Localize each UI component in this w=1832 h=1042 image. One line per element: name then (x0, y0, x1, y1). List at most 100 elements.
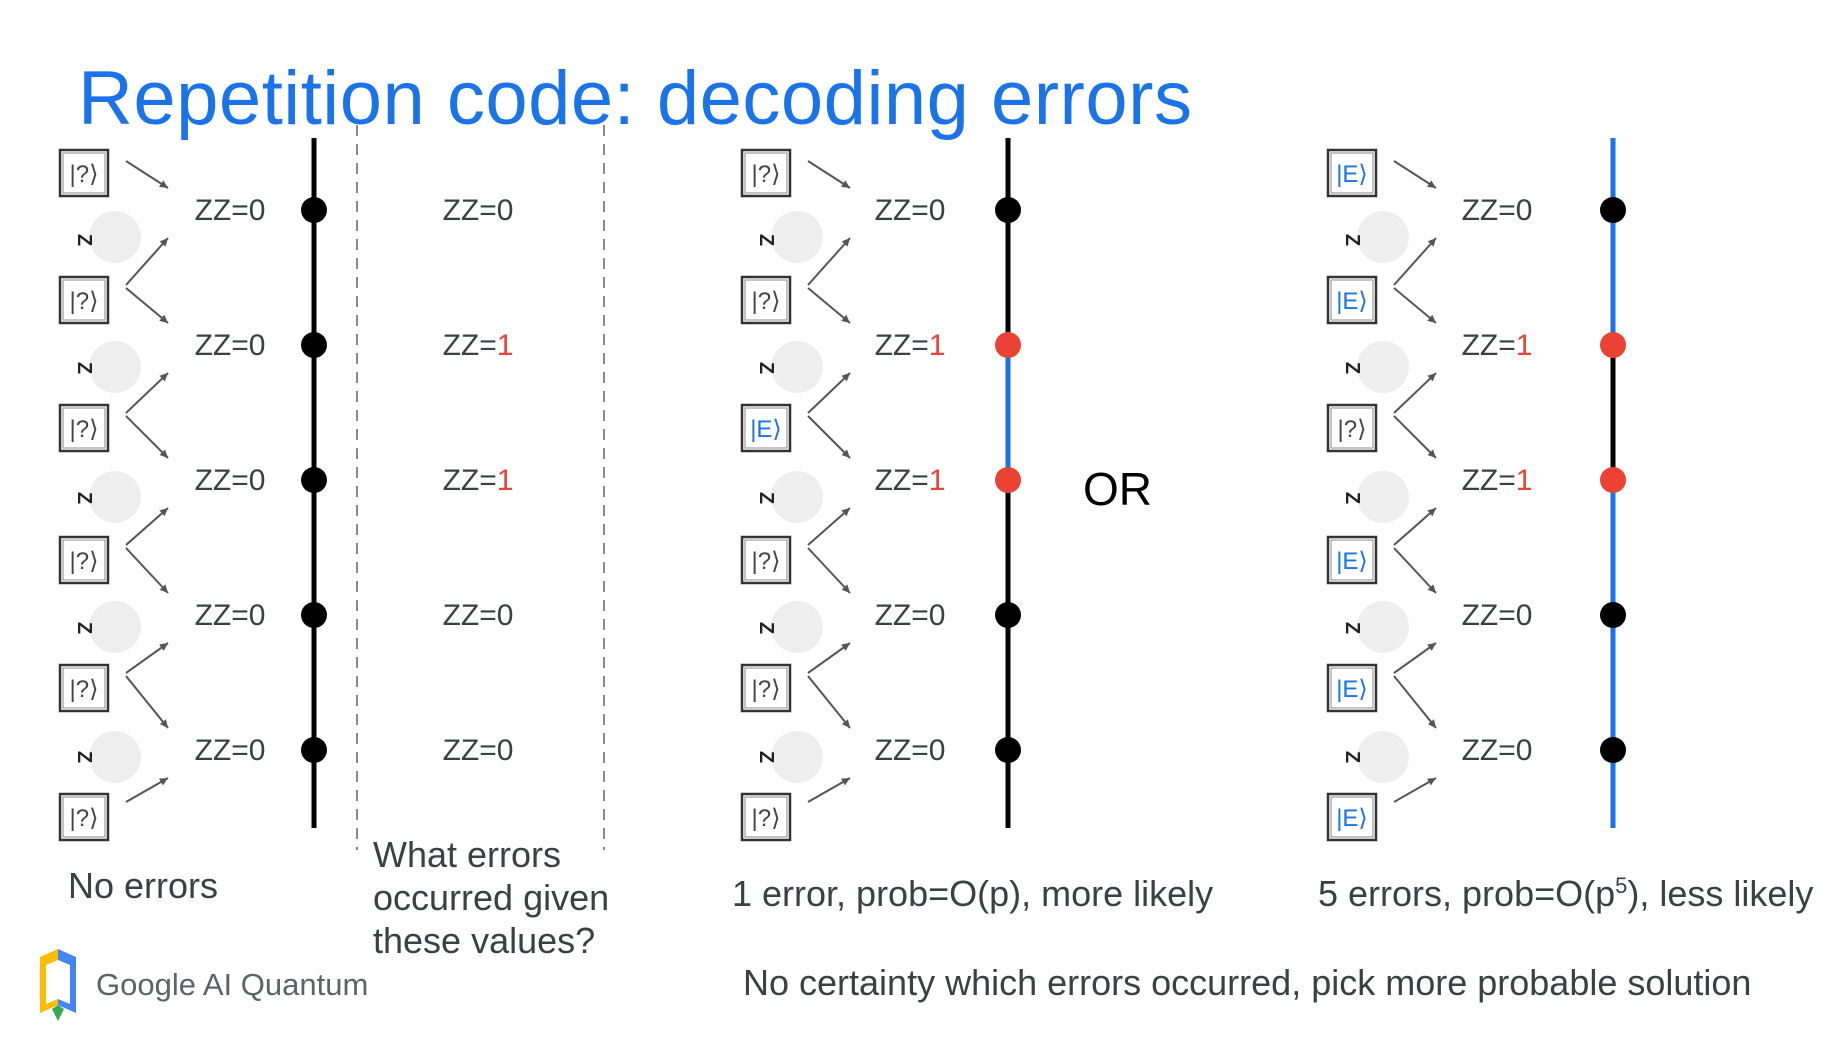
qubit-box (740, 403, 792, 453)
slide-title: Repetition code: decoding errors (78, 56, 1193, 141)
syndrome-prefix: ZZ= (195, 464, 249, 497)
z-operator-label: Z (1341, 751, 1363, 763)
syndrome-prefix: ZZ= (1462, 194, 1516, 227)
arrow-head-icon (841, 584, 850, 593)
unknown-qubit: |?⟩ (70, 161, 99, 188)
arrow-head-icon (1427, 449, 1436, 458)
syndrome-prefix: ZZ= (875, 194, 929, 227)
z-operator-label: Z (73, 234, 95, 246)
qubit-box (58, 148, 110, 198)
arrow-head-icon (841, 373, 850, 382)
brand-name: Google AI Quantum (96, 967, 369, 1002)
error-qubit: |E⟩ (1336, 805, 1368, 832)
coupler-circle (1357, 211, 1409, 263)
unknown-qubit: |?⟩ (70, 288, 99, 315)
syndrome-node (1600, 197, 1626, 223)
syndrome-label: ZZ=0 (195, 599, 266, 632)
unknown-qubit: |?⟩ (70, 416, 99, 443)
unknown-qubit: |?⟩ (752, 805, 781, 832)
z-operator-label: Z (73, 751, 95, 763)
arrow-head-icon (159, 180, 168, 188)
qubit-box-inner (1330, 152, 1374, 194)
arrow-line (125, 237, 169, 286)
syndrome-value-0: 0 (1516, 194, 1533, 227)
qubit-box (1326, 663, 1378, 713)
arrow-head-icon (1427, 314, 1436, 323)
arrow-head-icon (159, 238, 168, 247)
qubit-box-inner (62, 152, 106, 194)
syndrome-value-1: 1 (1516, 329, 1533, 362)
coupler-circle (771, 601, 823, 653)
arrow-head-icon (1427, 508, 1436, 517)
syndrome-value-3: 0 (249, 599, 266, 632)
syndrome-prefix: ZZ= (195, 734, 249, 767)
z-operator-label: Z (1341, 234, 1363, 246)
z-operator-label: Z (755, 362, 777, 374)
syndrome-label: ZZ=0 (875, 194, 946, 227)
qubit-box (740, 792, 792, 842)
arrow-head-icon (1427, 643, 1436, 651)
arrow-line (125, 287, 169, 324)
arrow-head-icon (1427, 778, 1436, 786)
arrow-line (1393, 237, 1437, 286)
coupler-circle (771, 341, 823, 393)
syndrome-label: ZZ=0 (195, 464, 266, 497)
syndrome-prefix: ZZ= (195, 599, 249, 632)
syndrome-label: ZZ=1 (875, 329, 946, 362)
syndrome-node (301, 332, 327, 358)
syndrome-node (1600, 332, 1626, 358)
unknown-qubit: |?⟩ (70, 548, 99, 575)
coupler-circle (1357, 341, 1409, 393)
coupler-circle (89, 471, 141, 523)
arrow-head-icon (1427, 584, 1436, 593)
arrow-head-icon (841, 180, 850, 188)
z-operator-label: Z (1341, 362, 1363, 374)
arrow-head-icon (159, 449, 168, 458)
syndrome-node (995, 332, 1021, 358)
arrow-head-icon (1427, 238, 1436, 247)
qubit-box (740, 275, 792, 325)
caption-five-errors: 5 errors, prob=O(p5), less likely (1318, 873, 1813, 915)
panel-five-errors: ZZZZZ|E⟩|E⟩|?⟩|E⟩|E⟩|E⟩ZZ=0ZZ=1ZZ=1ZZ=0Z… (1326, 138, 1626, 842)
syndrome-prefix: ZZ= (443, 599, 497, 632)
caption-five-errors-post: ), less likely (1627, 873, 1814, 914)
qubit-box-inner (744, 407, 788, 449)
qubit-box (740, 148, 792, 198)
syndrome-label: ZZ=0 (443, 599, 514, 632)
qubit-box (58, 663, 110, 713)
syndrome-value-1: 1 (929, 329, 946, 362)
conclusion-text: No certainty which errors occurred, pick… (743, 962, 1752, 1003)
syndrome-value-3: 0 (929, 599, 946, 632)
qubit-box (58, 535, 110, 585)
arrow-head-icon (159, 719, 168, 728)
syndrome-prefix: ZZ= (443, 464, 497, 497)
arrow-head-icon (159, 643, 168, 651)
error-qubit: |E⟩ (1336, 161, 1368, 188)
qubit-box (1326, 792, 1378, 842)
qubit-box-inner (1330, 407, 1374, 449)
error-qubit: |E⟩ (750, 416, 782, 443)
syndrome-prefix: ZZ= (1462, 599, 1516, 632)
qubit-box-inner (62, 667, 106, 709)
qubit-box (740, 535, 792, 585)
syndrome-label: ZZ=0 (443, 734, 514, 767)
arrow-head-icon (841, 643, 850, 651)
syndrome-value-q4: 0 (497, 734, 514, 767)
qubit-box (1326, 535, 1378, 585)
qubit-box-inner (62, 279, 106, 321)
coupler-circle (1357, 731, 1409, 783)
syndrome-label: ZZ=0 (875, 734, 946, 767)
unknown-qubit: |?⟩ (70, 676, 99, 703)
syndrome-prefix: ZZ= (443, 329, 497, 362)
syndrome-label: ZZ=0 (1462, 599, 1533, 632)
syndrome-value-1: 0 (249, 329, 266, 362)
unknown-qubit: |?⟩ (752, 161, 781, 188)
z-operator-label: Z (755, 622, 777, 634)
arrow-line (1393, 372, 1437, 414)
syndrome-value-4: 0 (249, 734, 266, 767)
arrow-line (807, 237, 851, 286)
arrow-line (807, 547, 851, 594)
z-operator-label: Z (755, 234, 777, 246)
z-operator-label: Z (73, 492, 95, 504)
